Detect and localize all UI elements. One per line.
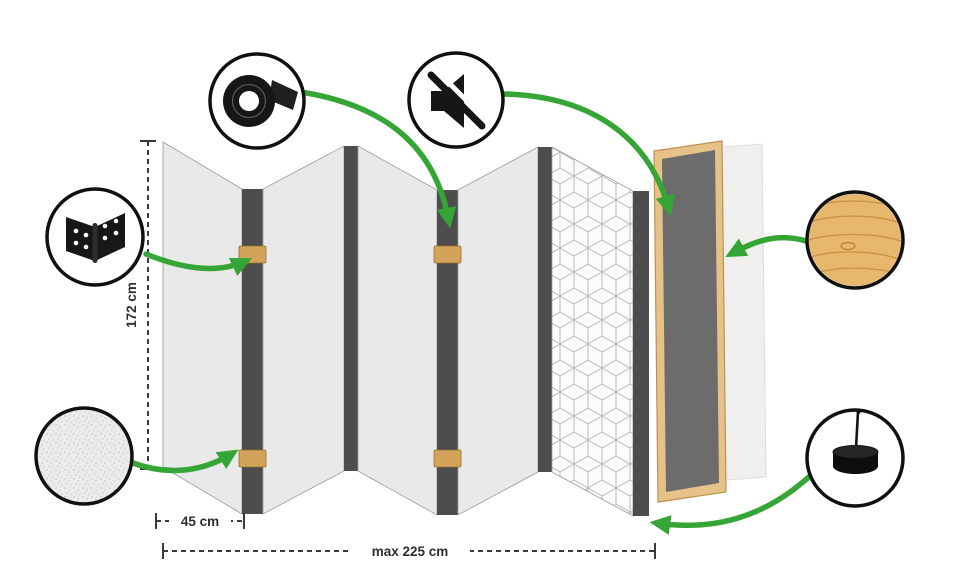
max-width-label: max 225 cm	[372, 544, 449, 559]
arrow-wood-to-frame	[725, 234, 809, 258]
panel-width-label-bg	[169, 511, 231, 530]
max-width-label-bg	[350, 541, 470, 560]
wood-icon	[805, 190, 905, 290]
arrow-feltpad-to-bottom	[649, 472, 814, 535]
arrow-tape-to-fold	[298, 89, 457, 229]
arrow-texture-to-panel	[130, 449, 239, 474]
panel-edge-3	[437, 190, 458, 515]
tape-icon	[208, 52, 306, 150]
texture-icon	[34, 406, 134, 506]
panel-4	[457, 146, 539, 516]
callout-arrows	[130, 89, 814, 535]
panel-1	[162, 141, 243, 515]
panel-edge-2	[344, 146, 358, 471]
panel-width-label: 45 cm	[181, 514, 219, 529]
framed-panel	[653, 140, 727, 503]
hinge-top-right	[433, 245, 462, 264]
dimension-height	[140, 140, 156, 470]
hinge-bottom-right	[433, 449, 462, 468]
panel-3	[357, 145, 438, 516]
arrow-hinge-to-fold	[143, 251, 253, 276]
hinge-icon	[45, 187, 145, 287]
height-label: 172 cm	[124, 282, 139, 328]
mute-icon	[407, 51, 505, 149]
felt-pad-icon	[805, 408, 905, 508]
panel-edge-4	[538, 147, 552, 472]
panel-edge-5	[633, 191, 649, 516]
folding-screen	[162, 141, 649, 517]
arrow-mute-to-panel	[501, 91, 675, 217]
panel-2	[262, 145, 345, 515]
dark-panel-face	[662, 150, 719, 492]
hinge-bottom-left	[238, 449, 267, 468]
panel-5-cube-pattern	[551, 146, 634, 517]
